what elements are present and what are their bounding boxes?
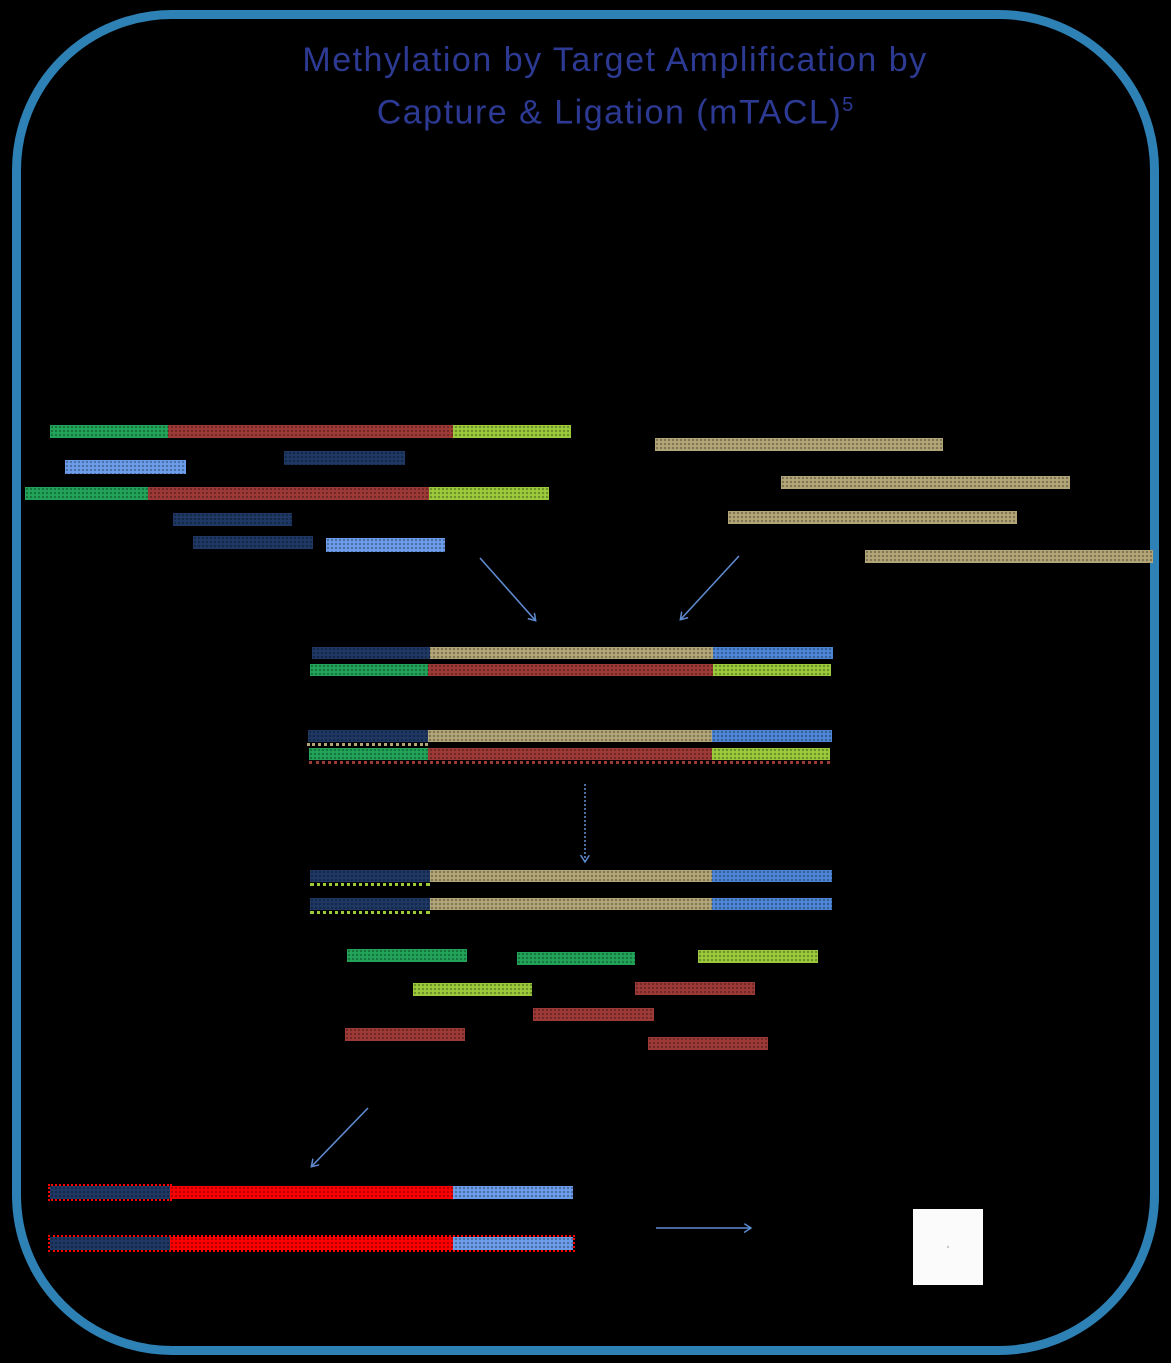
arrow-left-down [479,557,535,620]
fragment-brick-4 [648,1037,768,1050]
amplified-strand-2 [310,898,832,910]
genomic-dna-strand-2-yellow_green-segment [429,487,549,500]
probe-lightblue-1-light_blue-segment [65,460,186,474]
probe-navy-1 [284,451,405,465]
genomic-dna-strand-2-brick-segment [148,487,429,500]
title-superscript: 5 [842,94,854,116]
probe-lightblue-2 [326,538,445,552]
genomic-dna-strand-2 [25,487,549,500]
diagram-title: Methylation by Target Amplification by C… [160,38,1070,135]
final-product-2-light_blue-segment [453,1237,573,1250]
fragment-yellowgreen-1 [698,950,818,963]
rounded-border-frame [12,10,1159,1355]
genomic-dna-strand-1-green-segment [50,425,168,438]
amplified-strand-2-tan-segment [430,898,712,910]
extended-duplex-top-blue-segment [712,730,832,742]
converted-strand-2 [781,476,1070,489]
white-square [913,1209,983,1285]
fragment-brick-2 [533,1008,654,1021]
extension-dash-tan [307,743,428,746]
fragment-yellowgreen-2 [413,983,532,996]
extended-duplex-bottom [309,748,830,760]
final-product-1 [48,1184,573,1201]
probe-navy-3-navy-segment [193,536,313,549]
converted-strand-3 [728,511,1017,524]
converted-strand-3-tan-segment [728,511,1017,524]
arrow-to-final-product [312,1107,369,1166]
probe-navy-1-navy-segment [284,451,405,465]
fragment-brick-1-brick-segment [635,982,755,995]
probe-navy-3 [193,536,313,549]
extended-duplex-top [308,730,832,742]
extended-duplex-top-navy-segment [308,730,428,742]
fragment-brick-3-brick-segment [345,1028,465,1041]
genomic-dna-strand-1-yellow_green-segment [453,425,571,438]
arrow-right-down [681,555,740,619]
amplified-strand-1 [310,870,832,882]
probe-lightblue-2-light_blue-segment [326,538,445,552]
final-product-1-navy-segment [48,1184,172,1201]
amplified-strand-2-blue-segment [712,898,832,910]
amplified-strand-1-blue-segment [712,870,832,882]
converted-strand-2-tan-segment [781,476,1070,489]
final-product-1-light_blue-segment [453,1186,573,1199]
hybrid-duplex-bottom-green-segment [310,664,428,676]
hybrid-duplex-top-navy-segment [312,647,430,659]
extension-dash-yellowgreen-1 [310,883,430,886]
converted-strand-4-tan-segment [865,550,1153,563]
title-line-2-text: Capture & Ligation (mTACL) [376,93,843,132]
amplified-strand-1-tan-segment [430,870,712,882]
fragment-brick-1 [635,982,755,995]
title-line-2: Capture & Ligation (mTACL)5 [160,83,1070,135]
genomic-dna-strand-1-brick-segment [168,425,453,438]
extension-dash-yellowgreen-2 [310,911,430,914]
amplified-strand-2-navy-segment [310,898,430,910]
fragment-yellowgreen-2-yellow_green-segment [413,983,532,996]
hybrid-duplex-top-tan-segment [430,647,713,659]
extended-duplex-top-tan-segment [428,730,712,742]
extended-duplex-bottom-brick-segment [428,748,712,760]
extended-duplex-bottom-green-segment [309,748,428,760]
fragment-yellowgreen-1-yellow_green-segment [698,950,818,963]
extension-dash-brick [309,761,830,764]
hybrid-duplex-top-blue-segment [713,647,833,659]
final-product-2-navy-segment [50,1237,170,1250]
amplified-strand-1-navy-segment [310,870,430,882]
hybrid-duplex-top [312,647,833,659]
fragment-green-2-green-segment [517,952,635,965]
fragment-green-1-green-segment [347,949,467,962]
fragment-green-2 [517,952,635,965]
fragment-brick-4-brick-segment [648,1037,768,1050]
extended-duplex-bottom-yellow_green-segment [712,748,830,760]
fragment-brick-2-brick-segment [533,1008,654,1021]
probe-navy-2-navy-segment [173,513,292,526]
hybrid-duplex-bottom-brick-segment [428,664,713,676]
converted-strand-1-tan-segment [655,438,943,451]
final-product-2-red-segment [170,1237,453,1250]
hybrid-duplex-bottom [310,664,831,676]
probe-lightblue-1 [65,460,186,474]
genomic-dna-strand-2-green-segment [25,487,148,500]
final-product-1-red-segment [170,1186,453,1199]
final-product-2 [48,1235,575,1252]
converted-strand-1 [655,438,943,451]
fragment-green-1 [347,949,467,962]
genomic-dna-strand-1 [50,425,571,438]
hybrid-duplex-bottom-yellow_green-segment [713,664,831,676]
probe-navy-2 [173,513,292,526]
fragment-brick-3 [345,1028,465,1041]
title-line-1: Methylation by Target Amplification by [302,41,928,79]
converted-strand-4 [865,550,1153,563]
